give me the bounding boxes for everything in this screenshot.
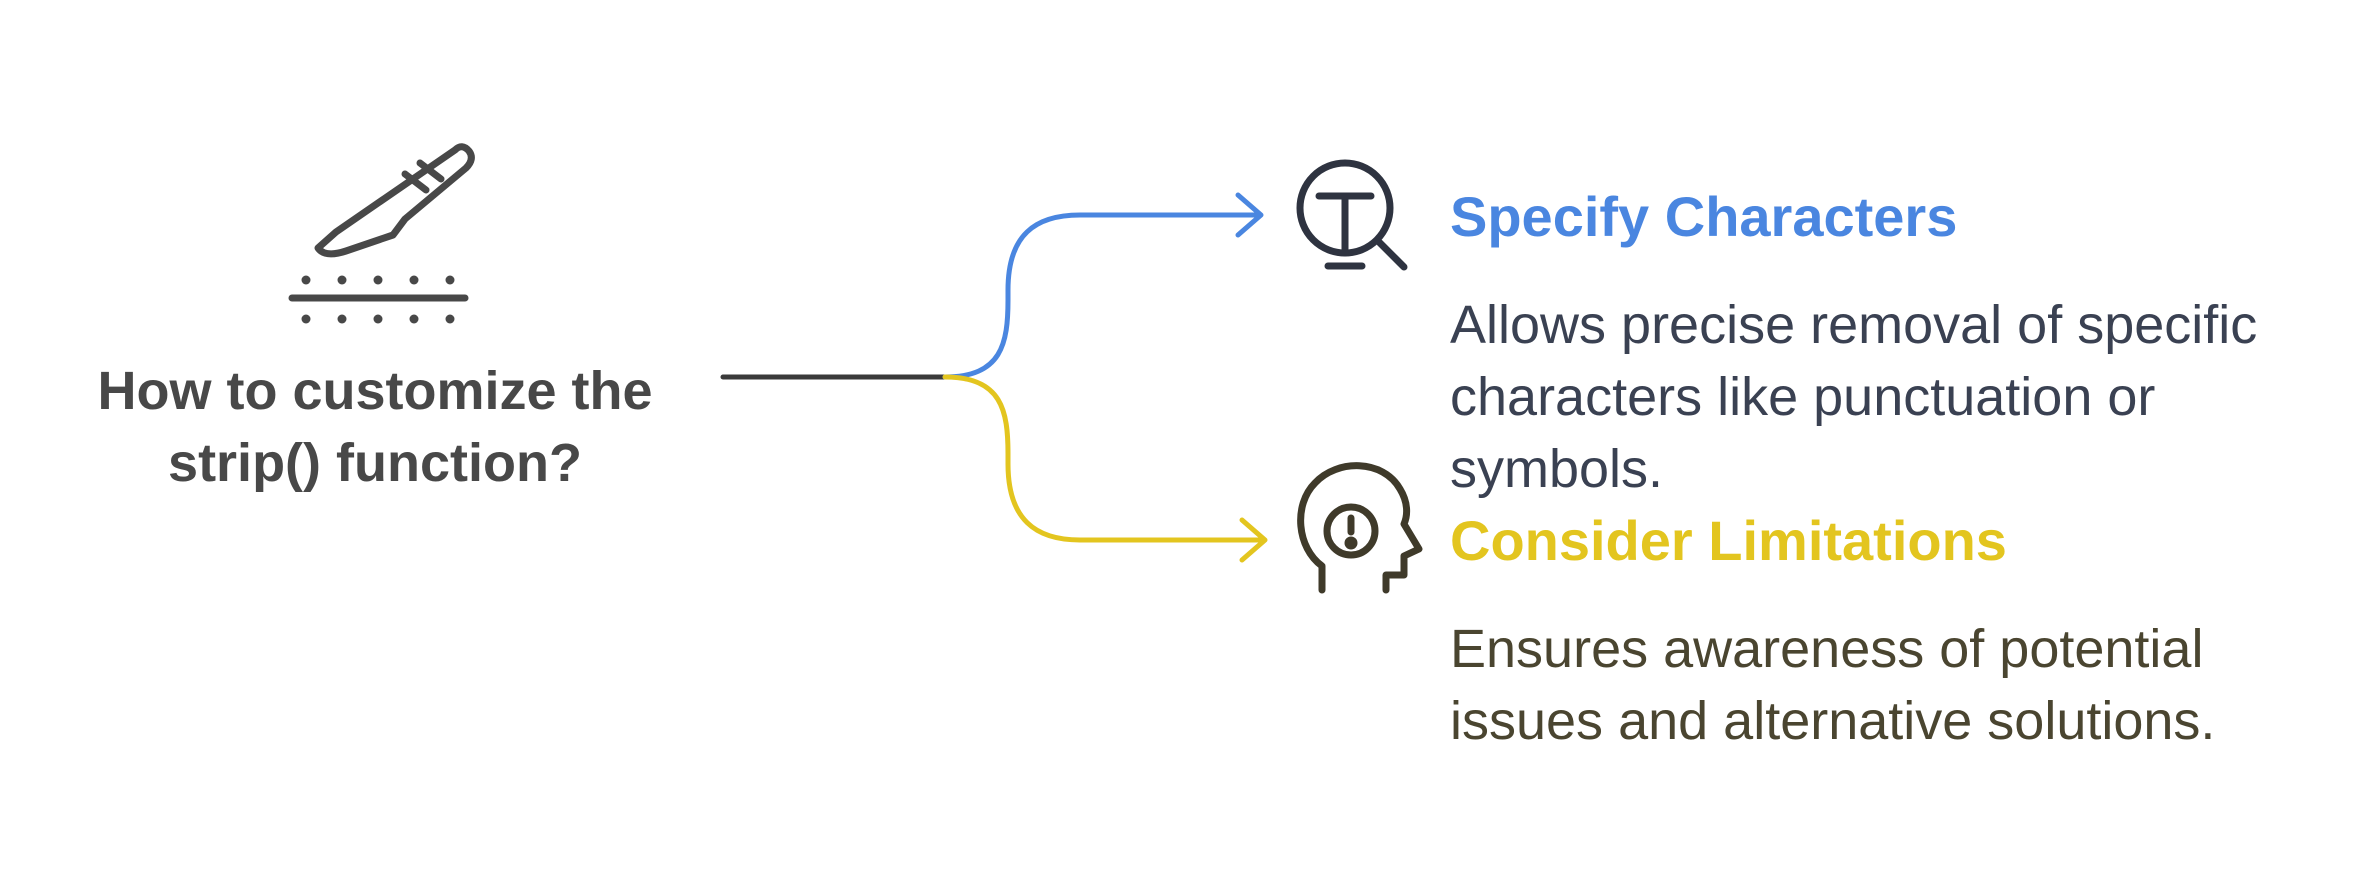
branch-connector-2 bbox=[942, 374, 1265, 543]
branch-arrowhead-1 bbox=[1235, 192, 1264, 238]
branch-arrowhead-2 bbox=[1239, 517, 1268, 563]
branch-description-consider-limitations: Ensures awareness of potential issues an… bbox=[1450, 619, 2216, 751]
branch-description-specify-characters: Allows precise removal of specific chara… bbox=[1450, 295, 2258, 499]
connector-lines bbox=[720, 192, 1268, 563]
branch-title-consider-limitations: Consider Limitations bbox=[1450, 509, 2007, 572]
branch-title-specify-characters: Specify Characters bbox=[1450, 185, 1958, 248]
text-search-icon bbox=[1296, 159, 1408, 271]
root-question: How to customize the strip() function? bbox=[97, 361, 653, 493]
branch-connector-1 bbox=[942, 212, 1261, 380]
head-alert-icon bbox=[1297, 462, 1423, 594]
scalpel-cut-icon bbox=[288, 143, 475, 324]
